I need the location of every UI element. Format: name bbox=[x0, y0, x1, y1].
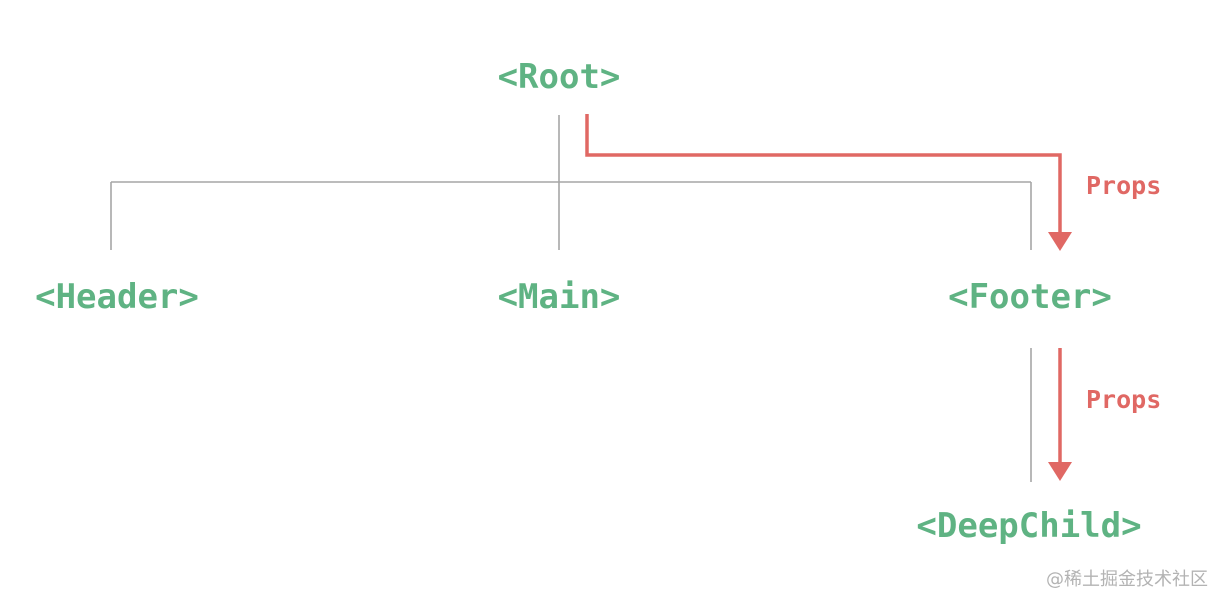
tree-connectors bbox=[110, 115, 1032, 482]
node-main: <Main> bbox=[498, 277, 621, 317]
footer-arrowhead-icon bbox=[1048, 232, 1072, 251]
root-to-footer-props-path bbox=[585, 114, 1062, 234]
node-deep-child: <DeepChild> bbox=[916, 506, 1141, 546]
node-header: <Header> bbox=[35, 277, 199, 317]
node-footer: <Footer> bbox=[948, 277, 1112, 317]
props-label-footer-to-deepchild: Props bbox=[1086, 385, 1161, 414]
props-arrows bbox=[585, 114, 1072, 481]
watermark-text: @稀土掘金技术社区 bbox=[1046, 569, 1208, 590]
props-label-root-to-footer: Props bbox=[1086, 171, 1161, 200]
node-root: <Root> bbox=[498, 57, 621, 97]
deepchild-arrowhead-icon bbox=[1048, 462, 1072, 481]
